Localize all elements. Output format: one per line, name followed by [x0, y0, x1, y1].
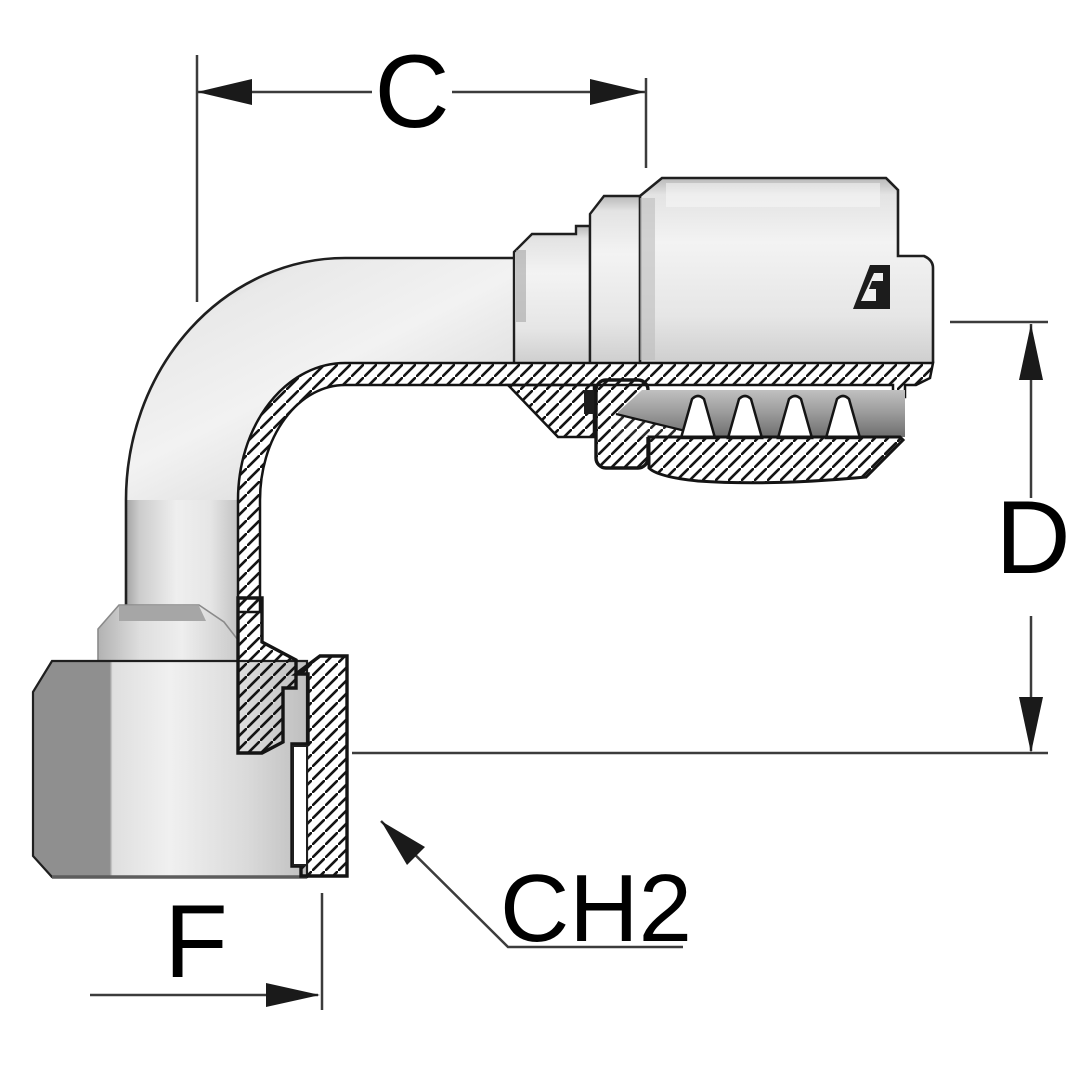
- c-arrow-right: [590, 79, 645, 105]
- d-arrow-top: [1019, 324, 1043, 380]
- dim-label-ch2: CH2: [500, 855, 692, 962]
- shell-lower-section: [647, 435, 906, 485]
- ferrule-teeth: [679, 394, 862, 440]
- joint-gap: [584, 390, 597, 414]
- c-arrow-left: [197, 79, 252, 105]
- section-cut-parts: [236, 361, 935, 614]
- swivel-nut-assembly: [31, 596, 349, 879]
- elbow-tube-body: [124, 256, 516, 661]
- flare-section: [236, 596, 298, 755]
- d-arrow-bottom: [1019, 697, 1043, 753]
- elbow-bend-surface: [126, 258, 516, 508]
- elbow-outline: [124, 256, 516, 661]
- dim-label-c: C: [374, 34, 449, 150]
- f-arrow: [266, 983, 320, 1007]
- socket-shadow: [516, 250, 526, 322]
- ferrule-collar: [590, 196, 640, 362]
- dim-label-d: D: [995, 480, 1070, 596]
- callout-ch2: CH2: [380, 820, 692, 962]
- dim-label-f: F: [164, 884, 228, 1000]
- ferrule-shell: [640, 178, 933, 362]
- ch2-arrow: [381, 821, 425, 865]
- tube-wall-section: [236, 361, 935, 614]
- collar-shadow: [640, 198, 655, 360]
- wall-step-wedge: [505, 383, 596, 439]
- socket-step: [514, 226, 590, 362]
- ch2-leader-line: [380, 820, 683, 949]
- brand-mark-icon: [853, 265, 890, 309]
- dimension-d: [352, 320, 1048, 755]
- ferrule-assembly: [512, 176, 935, 362]
- shell-highlight: [666, 183, 880, 207]
- collar-chamfer-band: [119, 606, 206, 621]
- seat-bore-wall: [292, 745, 308, 866]
